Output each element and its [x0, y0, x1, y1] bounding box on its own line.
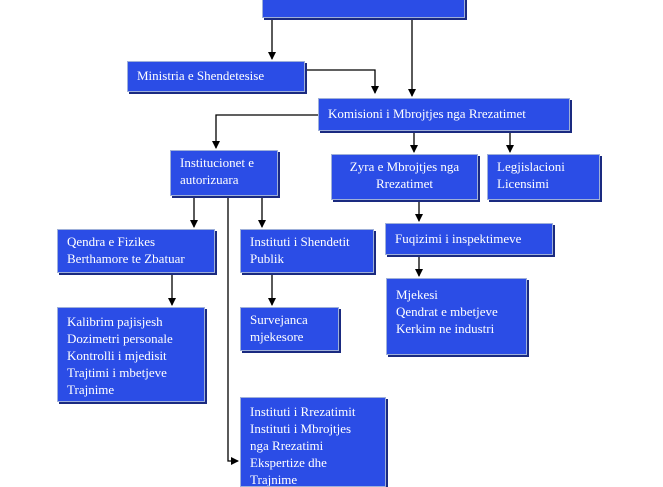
node-survejanca: Survejanca mjekesore	[240, 307, 339, 351]
arrow-komisioni-to-institucionet	[212, 114, 318, 149]
node-ministria: Ministria e Shendetesise	[127, 61, 305, 92]
node-text-line: Instituti i Mbrojtjes	[250, 421, 352, 436]
node-text-line: Institucionet e	[180, 155, 255, 170]
node-text-line: Fuqizimi i inspektimeve	[395, 231, 522, 246]
node-text-line: Legjislacioni	[497, 159, 565, 174]
node-text-line: autorizuara	[180, 172, 239, 187]
node-text-line: Publik	[250, 251, 284, 266]
node-text-line: mjekesore	[250, 329, 304, 344]
node-text-line: Komisioni i Mbrojtjes nga Rrezatimet	[328, 106, 526, 121]
node-text-line: Ministria e Shendetesise	[137, 68, 265, 83]
node-text-line: Kontrolli i mjedisit	[67, 348, 167, 363]
node-text-line: Survejanca	[250, 312, 308, 327]
node-text-line: Rrezatimet	[375, 176, 434, 191]
node-fuqizimi: Fuqizimi i inspektimeve	[385, 223, 553, 255]
node-text-line: Kalibrim pajisjesh	[67, 314, 163, 329]
node-text-line: Trajnime	[250, 472, 298, 487]
connector-arrows	[168, 18, 514, 465]
node-text-line: Zyra e Mbrojtjes nga	[349, 159, 460, 174]
node-text-line: Berthamore te Zbatuar	[67, 251, 185, 266]
arrow-ministria-to-komisioni	[305, 69, 379, 94]
node-text-line: Dozimetri personale	[67, 331, 173, 346]
node-top	[262, 0, 465, 18]
arrow-institucionet-to-instituti-rrezatimit	[227, 196, 239, 465]
node-text-line: Trajtimi i mbetjeve	[67, 365, 167, 380]
node-text-line: Licensimi	[497, 176, 549, 191]
node-text-line: Ekspertize dhe	[250, 455, 327, 470]
node-text-line: Kerkim ne industri	[396, 321, 495, 336]
node-text-line: Mjekesi	[396, 287, 438, 302]
node-text-line: Trajnime	[67, 382, 115, 397]
node-komisioni: Komisioni i Mbrojtjes nga Rrezatimet	[318, 98, 570, 131]
node-text-line: Instituti i Shendetit	[250, 234, 350, 249]
node-text-line: Qendra e Fizikes	[67, 234, 156, 249]
node-text-line: Qendrat e mbetjeve	[396, 304, 498, 319]
node-text-line: nga Rrezatimi	[250, 438, 324, 453]
node-text-line: Instituti i Rrezatimit	[250, 404, 356, 419]
node-institucionet: Institucionet e autorizuara	[170, 150, 278, 196]
